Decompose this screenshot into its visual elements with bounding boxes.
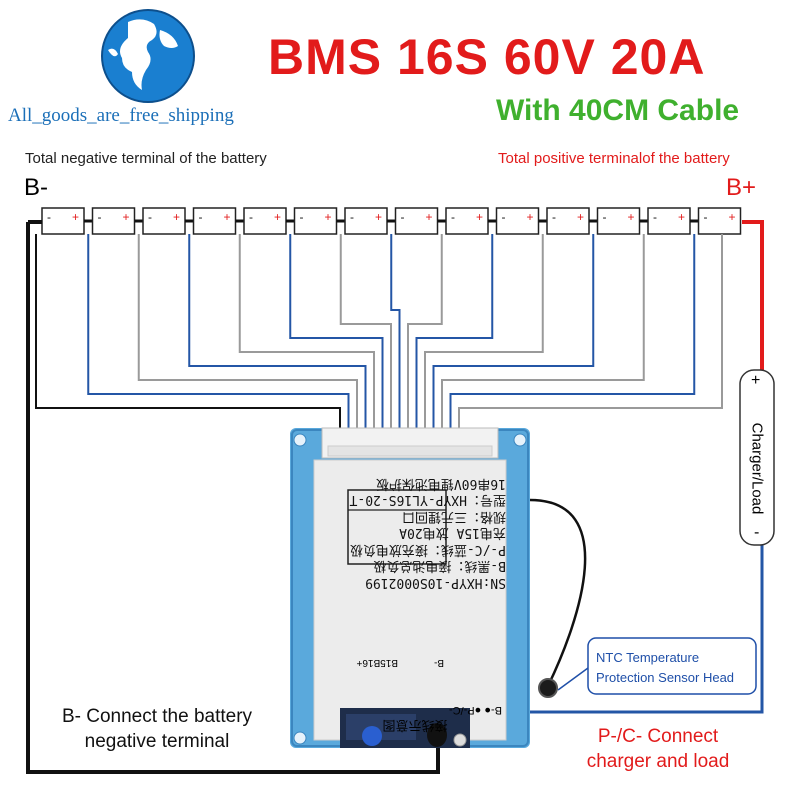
cell-minus-sign: - (502, 210, 506, 224)
battery-cell (91, 207, 136, 235)
board-label-heading: 接线示意图 (382, 718, 448, 733)
battery-cell (697, 207, 742, 235)
balance-wire (289, 234, 384, 448)
battery-cell (647, 207, 691, 235)
balance-wire (339, 234, 392, 448)
cell-plus-sign: + (527, 210, 534, 224)
charger-load-label: Charger/Load (748, 422, 766, 514)
balance-wires (35, 234, 723, 448)
cell-plus-sign: + (476, 210, 483, 224)
battery-cell (192, 207, 237, 235)
b-minus-connection-note: B- Connect the battery negative terminal (52, 704, 262, 754)
cell-minus-sign: - (47, 210, 51, 224)
board-label-line: 型号：HXYP-YL16S-20-T (349, 492, 506, 508)
cell-minus-sign: - (704, 210, 708, 224)
cell-minus-sign: - (249, 210, 253, 224)
b-minus-label: B- (24, 174, 48, 201)
b-plus-main-wire (742, 220, 764, 370)
cell-plus-sign: + (123, 210, 130, 224)
battery-cell (596, 207, 641, 235)
board-label-line: B-黑线：接电池总负极 (373, 558, 506, 574)
cell-plus-sign: + (325, 210, 332, 224)
pc-minus-connection-note: P-/C- Connect charger and load (568, 724, 748, 774)
cell-minus-sign: - (603, 210, 607, 224)
cell-minus-sign: - (300, 210, 304, 224)
positive-terminal-description: Total positive terminalof the battery (498, 150, 730, 167)
board-label-pins: B-● ●P-/C- (448, 704, 502, 716)
pc-note-line1: P-/C- Connect (597, 726, 719, 747)
cell-plus-sign: + (426, 210, 433, 224)
store-name: All_goods_are_free_shipping (8, 105, 234, 126)
balance-wire (407, 234, 443, 448)
battery-cell (344, 207, 388, 235)
b-minus-note-line1: B- Connect the battery (61, 706, 253, 727)
cell-plus-sign: + (173, 210, 180, 224)
balance-wire (424, 234, 544, 448)
balance-wire (390, 234, 401, 448)
balance-wire (441, 234, 645, 448)
bms-board (290, 427, 530, 748)
board-label-line: 16串60V锂电池保护板 (375, 476, 506, 491)
ntc-note-line1: NTC Temperature (596, 650, 700, 665)
board-label-line: P-/C-蓝线：接充放电负极 (349, 542, 506, 557)
board-label-line: 充电15A 放电20A (399, 525, 506, 541)
board-label-bminus: B- (434, 657, 444, 668)
pc-note-line2: charger and load (586, 751, 730, 772)
balance-wire (458, 234, 723, 448)
cell-plus-sign: + (224, 210, 231, 224)
battery-cell (243, 207, 287, 235)
balance-wire (432, 234, 595, 448)
b-minus-note-line2: negative terminal (84, 731, 230, 752)
balance-wire (415, 234, 494, 448)
board-label: 接线示意图 B-● ●P-/C- B15B16+ B- SN:HXYP-10S0… (320, 470, 510, 740)
ntc-callout-box (587, 637, 757, 695)
balance-wire (238, 234, 375, 448)
board-label-line: SN:HXYP-10S0002199 (365, 575, 506, 590)
cell-plus-sign: + (678, 210, 685, 224)
b-minus-main-wire (26, 222, 440, 774)
cell-minus-sign: - (98, 210, 102, 224)
ntc-sensor-head (538, 678, 558, 698)
balance-wire (188, 234, 367, 448)
battery-cell-string: - + - + - + - + - + - + - + - + - + - + - + - + - + - + (28, 207, 742, 235)
balance-wire (35, 234, 341, 448)
page-title: BMS 16S 60V 20A (268, 29, 706, 85)
battery-cell (142, 207, 186, 235)
cell-plus-sign: + (577, 210, 584, 224)
cell-minus-sign: - (401, 210, 405, 224)
cell-plus-sign: + (72, 210, 79, 224)
balance-wire (87, 234, 350, 448)
battery-cell (293, 207, 338, 235)
cell-minus-sign: - (552, 210, 556, 224)
cell-plus-sign: + (375, 210, 382, 224)
ntc-note-line2: Protection Sensor Head (596, 670, 735, 685)
cell-plus-sign: + (274, 210, 281, 224)
cell-minus-sign: - (451, 210, 455, 224)
load-minus-sign: - (754, 524, 760, 541)
load-plus-sign: + (751, 372, 761, 389)
b-plus-label: B+ (726, 174, 757, 201)
negative-terminal-description: Total negative terminal of the battery (25, 150, 267, 167)
board-label-b15b16: B15B16+ (356, 657, 398, 668)
cell-minus-sign: - (148, 210, 152, 224)
globe-logo-icon (101, 9, 195, 103)
page-subtitle: With 40CM Cable (496, 94, 740, 127)
cell-minus-sign: - (653, 210, 657, 224)
cell-plus-sign: + (628, 210, 635, 224)
cell-plus-sign: + (729, 210, 736, 224)
balance-wire (449, 234, 696, 448)
ntc-sensor-wire (529, 498, 587, 687)
charger-load-box (739, 369, 775, 546)
board-label-line: 规格：三元锂回口 (401, 509, 506, 524)
balance-wire (137, 234, 358, 448)
ntc-note: NTC Temperature Protection Sensor Head (596, 648, 756, 688)
cell-minus-sign: - (350, 210, 354, 224)
cell-minus-sign: - (199, 210, 203, 224)
